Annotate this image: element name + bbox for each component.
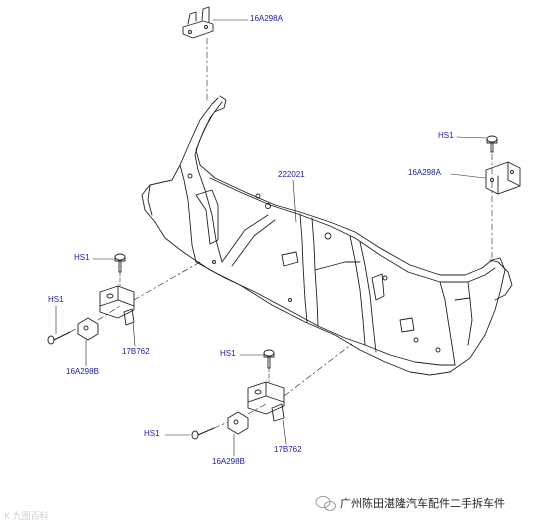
wechat-icon [315,496,336,511]
right-bracket-16a298a [485,161,521,195]
center-bolt-side-hs1 [191,427,215,440]
leader-right-bolt [456,136,487,139]
leader-left-mount [132,321,136,347]
center-mount-17b762 [247,381,285,422]
leader-radiator-support [292,179,297,223]
label-right-bracket: 16A298A [408,168,441,177]
alignment-line-center [213,343,353,429]
label-right-bolt: HS1 [438,131,454,140]
label-center-bolt-top: HS1 [220,349,236,358]
label-left-bolt-top: HS1 [74,253,90,262]
right-bolt-hs1 [486,135,498,153]
left-bracket-16a298b [77,317,99,341]
label-radiator-support: 222021 [278,170,305,179]
label-left-bracket: 16A298B [66,367,99,376]
left-bolt-side-hs1 [47,331,71,345]
label-center-bolt-side: HS1 [144,429,160,438]
label-top-bracket: 16A298A [250,14,283,23]
center-bracket-16a298b [227,411,249,435]
top-bracket-16a298a [182,6,214,39]
left-mount-17b762 [99,285,135,326]
center-bolt-top-hs1 [263,349,275,369]
label-left-bolt-side: HS1 [48,295,64,304]
label-center-bracket: 16A298B [212,457,245,466]
watermark-left: K 九图百科 [4,512,49,522]
left-bolt-top-hs1 [114,253,126,273]
leader-center-mount [282,419,287,445]
watermark-shop-name: 广州陈田湛隆汽车配件二手拆车件 [340,497,505,510]
radiator-support-222021 [141,95,513,376]
label-left-mount: 17B762 [122,347,150,356]
alignment-line-left [69,261,201,333]
label-center-mount: 17B762 [274,445,302,454]
leader-right-bracket [450,173,486,179]
